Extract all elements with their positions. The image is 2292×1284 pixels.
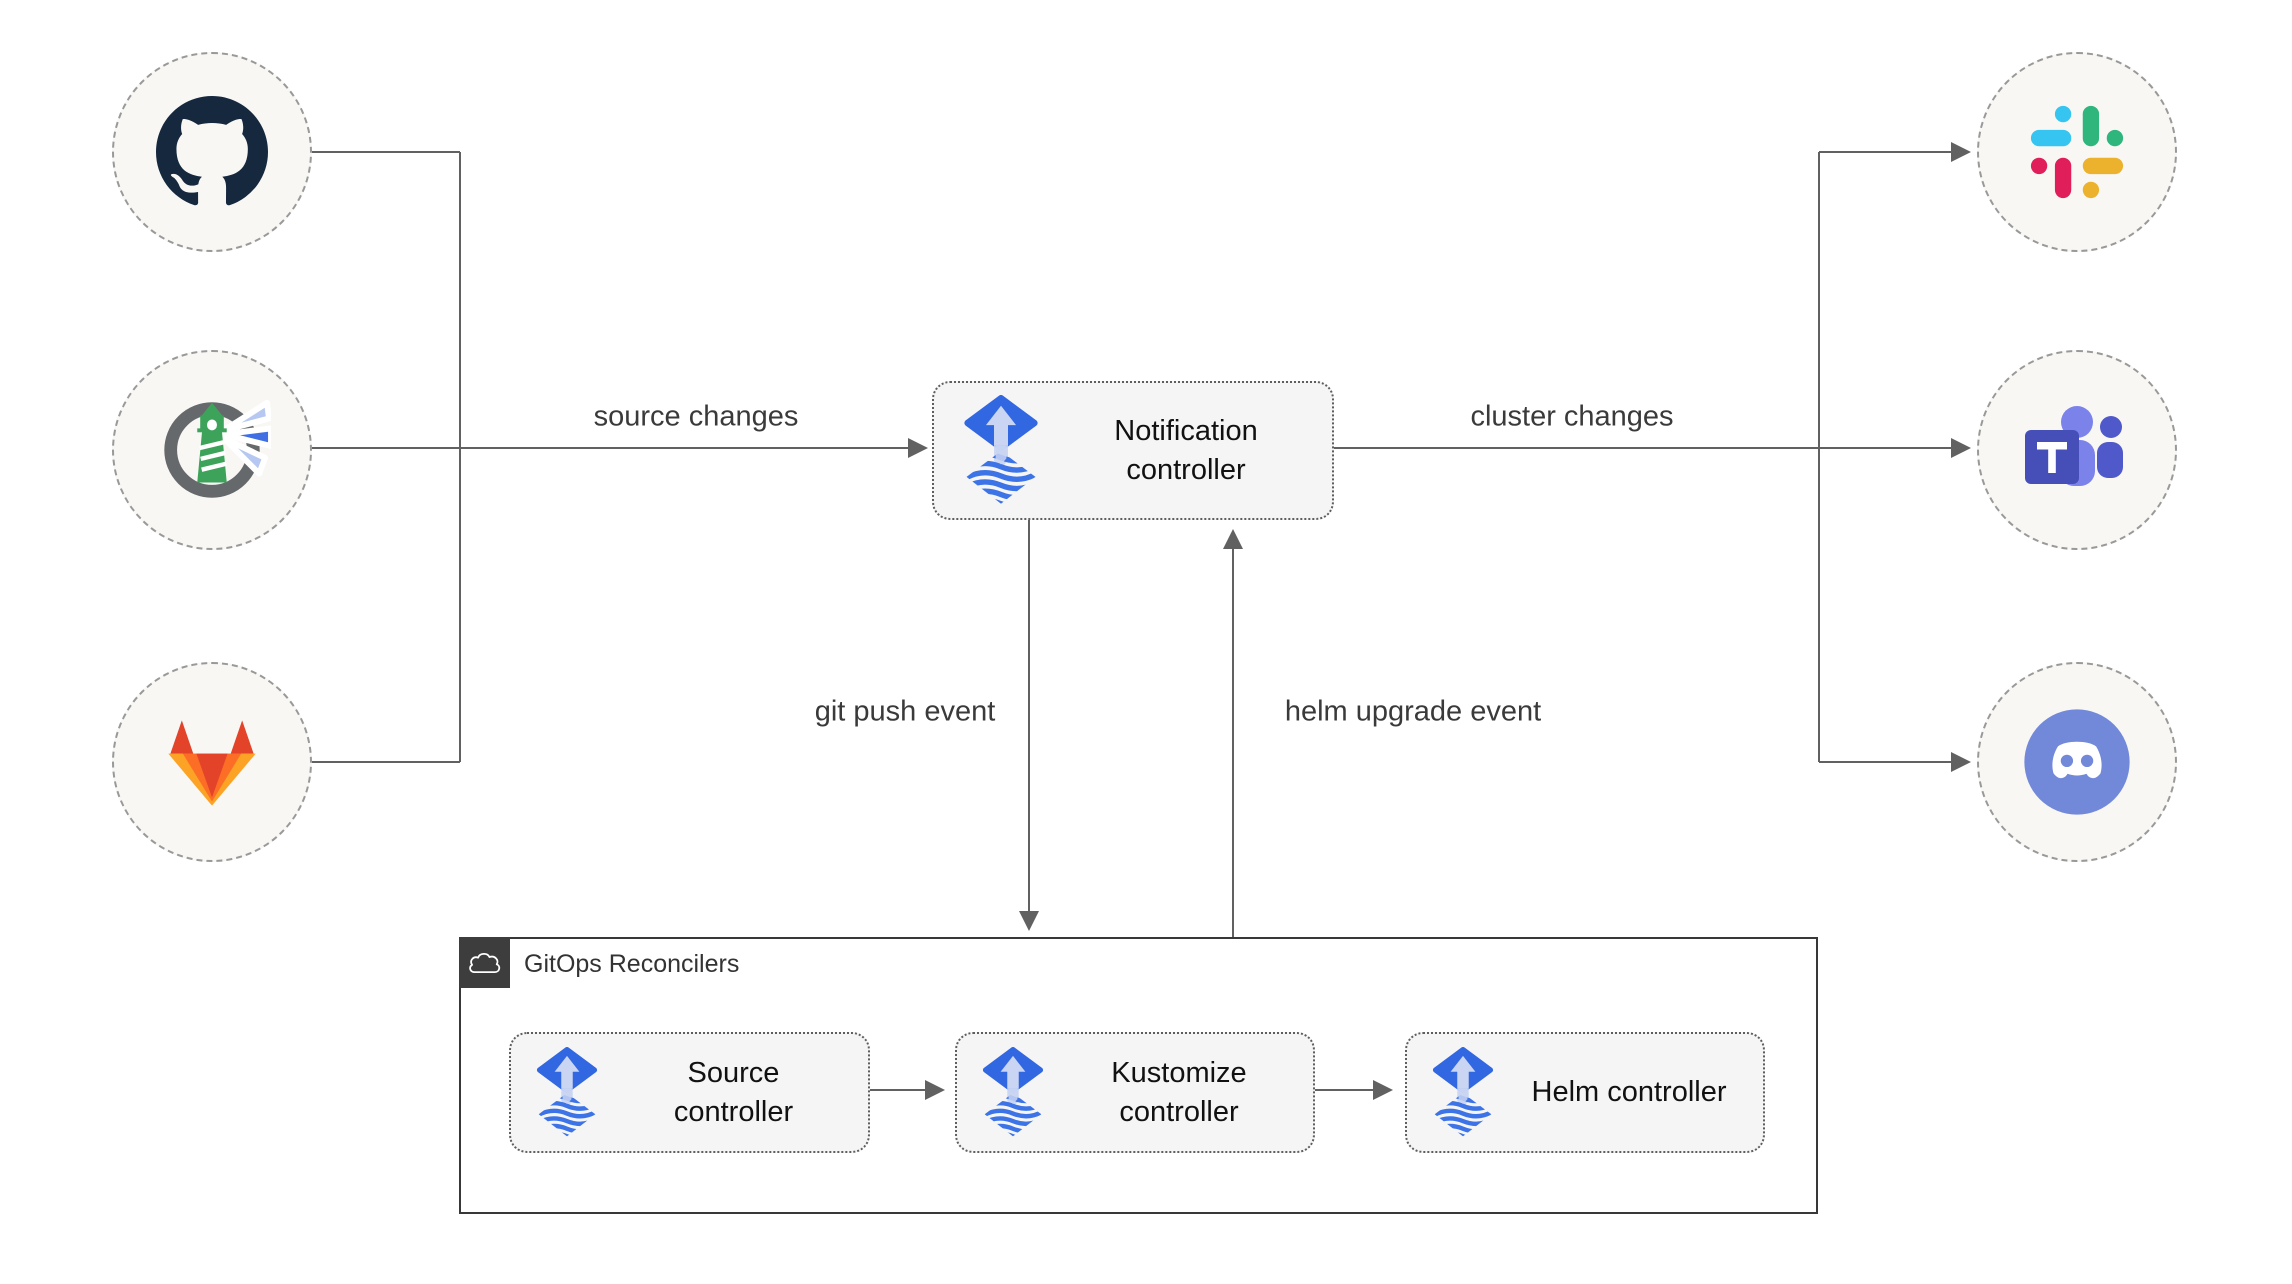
node-label-notification: Notification controller: [1114, 415, 1258, 486]
gitlab-icon: [168, 720, 256, 806]
teams-icon: [2025, 406, 2123, 486]
edge-label-source-changes: source changes: [593, 400, 799, 433]
node-source-controller: Source controller: [509, 1032, 870, 1153]
node-label-source: Source controller: [673, 1057, 794, 1128]
target-slack: [1977, 52, 2177, 252]
edge-label-git-push-event: git push event: [814, 695, 996, 728]
discord-icon: [2024, 709, 2130, 815]
node-notification-controller: Notification controller: [932, 381, 1334, 520]
harbor-icon: [164, 399, 271, 498]
flux-icon: [962, 395, 1040, 507]
node-helm-controller: Helm controller: [1405, 1032, 1765, 1153]
target-discord: [1977, 662, 2177, 862]
container-header: [459, 937, 510, 988]
edge-label-cluster-changes: cluster changes: [1470, 400, 1674, 433]
container-label: GitOps Reconcilers: [524, 950, 740, 978]
target-teams: [1977, 350, 2177, 550]
node-label-helm: Helm controller: [1531, 1076, 1727, 1109]
cloud-icon: [468, 953, 500, 973]
node-kustomize-controller: Kustomize controller: [955, 1032, 1315, 1153]
edge-label-helm-upgrade-event: helm upgrade event: [1284, 695, 1542, 728]
source-harbor: [112, 350, 312, 550]
gitops-reconcilers-container: GitOps Reconcilers Source controller Kus…: [459, 937, 1818, 1214]
source-gitlab: [112, 662, 312, 862]
node-label-kustomize: Kustomize controller: [1111, 1057, 1247, 1128]
flux-icon: [535, 1047, 599, 1139]
source-github: [112, 52, 312, 252]
github-icon: [156, 96, 268, 206]
slack-icon: [2030, 105, 2124, 199]
edge-left-branch: [312, 151, 461, 763]
flux-icon: [981, 1047, 1045, 1139]
flux-icon: [1431, 1047, 1495, 1139]
